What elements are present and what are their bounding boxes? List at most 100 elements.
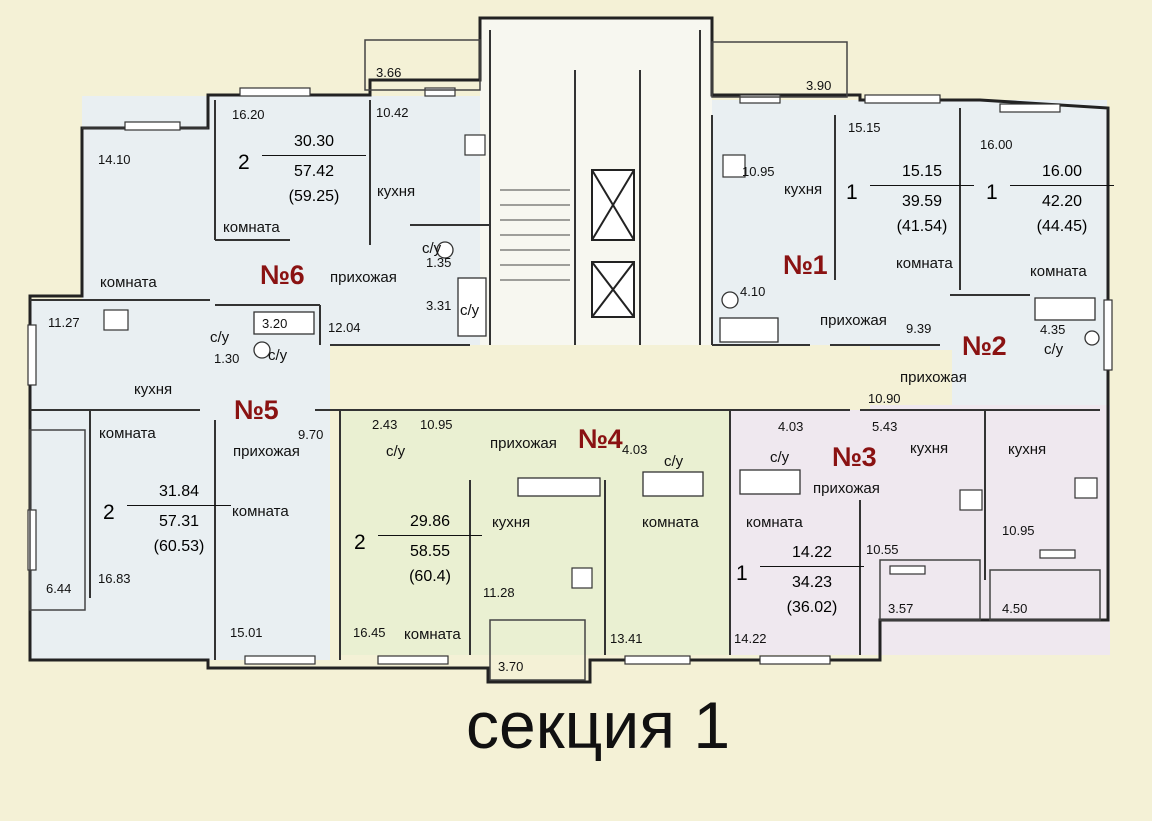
area-label: 1.35 (426, 255, 452, 270)
hall-label: прихожая (813, 480, 880, 497)
area-label: 3.20 (262, 316, 288, 331)
bath-label: с/у (460, 302, 480, 319)
room-label: комната (404, 626, 461, 643)
bath-label: с/у (770, 449, 790, 466)
apartment-3-number: №3 (832, 442, 877, 472)
total-area: 57.31 (158, 513, 200, 530)
total-area: 34.23 (791, 574, 833, 591)
area-label: 5.43 (872, 419, 898, 434)
area-label: 4.35 (1040, 322, 1066, 337)
area-label: 10.90 (868, 391, 901, 406)
apartment-5-info: 2 31.84 57.31 (60.53) (103, 476, 233, 562)
kitchen-label: кухня (910, 440, 949, 457)
living-area: 14.22 (791, 544, 833, 561)
hall-label: прихожая (900, 369, 967, 386)
living-area: 16.00 (1041, 163, 1083, 180)
rooms-count: 2 (354, 531, 366, 554)
area-label: 14.22 (734, 631, 767, 646)
area-label: 4.03 (622, 442, 648, 457)
area-label: 3.90 (806, 78, 832, 93)
living-area: 31.84 (158, 483, 200, 500)
total-with-balcony: (59.25) (288, 188, 340, 205)
total-area: 58.55 (409, 543, 451, 560)
room-label: комната (100, 274, 157, 291)
area-label: 9.70 (298, 427, 324, 442)
balconies (29, 39, 1101, 681)
area-label: 14.10 (98, 152, 131, 167)
area-label: 1.30 (214, 351, 240, 366)
apartment-6-number: №6 (260, 260, 305, 290)
apt5-floor (30, 300, 330, 660)
area-label: 2.43 (372, 417, 398, 432)
bath-label: с/у (1044, 341, 1064, 358)
area-label: 3.57 (888, 601, 914, 616)
apartment-4-info: 2 29.86 58.55 (60.4) (354, 506, 484, 592)
kitchen-label: кухня (134, 381, 173, 398)
kitchen-label: кухня (492, 514, 531, 531)
kitchen-label: кухня (784, 181, 823, 198)
total-with-balcony: (41.54) (896, 218, 948, 235)
hall-label: прихожая (233, 443, 300, 460)
room-label: комната (1030, 263, 1087, 280)
apartment-4-number: №4 (578, 424, 623, 454)
total-area: 57.42 (293, 163, 335, 180)
room-label: комната (223, 219, 280, 236)
total-with-balcony: (36.02) (786, 599, 838, 616)
section-title: секция 1 (466, 688, 731, 762)
bath-label: с/у (386, 443, 406, 460)
room-label: комната (896, 255, 953, 272)
area-label: 10.42 (376, 105, 409, 120)
room-label: комната (232, 503, 289, 520)
elevators (591, 169, 635, 318)
outer-walls (28, 16, 1110, 684)
total-with-balcony: (44.45) (1036, 218, 1088, 235)
area-label: 10.95 (1002, 523, 1035, 538)
bath-label: с/у (210, 329, 230, 346)
apt3-floor (730, 405, 1110, 655)
apt1-floor (712, 100, 952, 350)
living-area: 30.30 (293, 133, 335, 150)
hall-label: прихожая (490, 435, 557, 452)
area-label: 4.50 (1002, 601, 1028, 616)
area-label: 10.95 (742, 164, 775, 179)
apt4-floor (340, 405, 730, 655)
stairs (500, 189, 570, 281)
stoves (103, 134, 1098, 589)
area-label: 3.70 (498, 659, 524, 674)
kitchen-label: кухня (1008, 441, 1047, 458)
area-label: 13.41 (610, 631, 643, 646)
apt2-floor (952, 100, 1107, 410)
area-label: 10.55 (866, 542, 899, 557)
corridor-floor (330, 345, 870, 410)
inner-walls (30, 30, 1100, 660)
rooms-count: 2 (238, 151, 250, 174)
windows (27, 87, 1113, 665)
area-label: 15.01 (230, 625, 263, 640)
area-label: 4.10 (740, 284, 766, 299)
area-label: 16.00 (980, 137, 1013, 152)
rooms-count: 1 (736, 562, 748, 585)
hall-label: прихожая (820, 312, 887, 329)
area-label: 4.03 (778, 419, 804, 434)
apartment-3-info: 1 14.22 34.23 (36.02) (736, 537, 866, 623)
area-label: 12.04 (328, 320, 361, 335)
rooms-count: 1 (986, 181, 998, 204)
room-label: комната (642, 514, 699, 531)
area-label: 10.95 (420, 417, 453, 432)
area-label: 15.15 (848, 120, 881, 135)
apartment-2-info: 1 16.00 42.20 (44.45) (986, 156, 1116, 242)
apartment-1-number: №1 (783, 250, 828, 280)
area-label: 16.45 (353, 625, 386, 640)
bath-label: с/у (268, 347, 288, 364)
room-label: комната (746, 514, 803, 531)
bath-fixtures (253, 241, 1100, 497)
area-label: 16.83 (98, 571, 131, 586)
hall-label: прихожая (330, 269, 397, 286)
area-label: 11.28 (483, 585, 515, 600)
rooms-count: 2 (103, 501, 115, 524)
area-label: 11.27 (48, 315, 80, 330)
total-with-balcony: (60.53) (153, 538, 205, 555)
bath-label: с/у (422, 240, 442, 257)
living-area: 29.86 (409, 513, 451, 530)
